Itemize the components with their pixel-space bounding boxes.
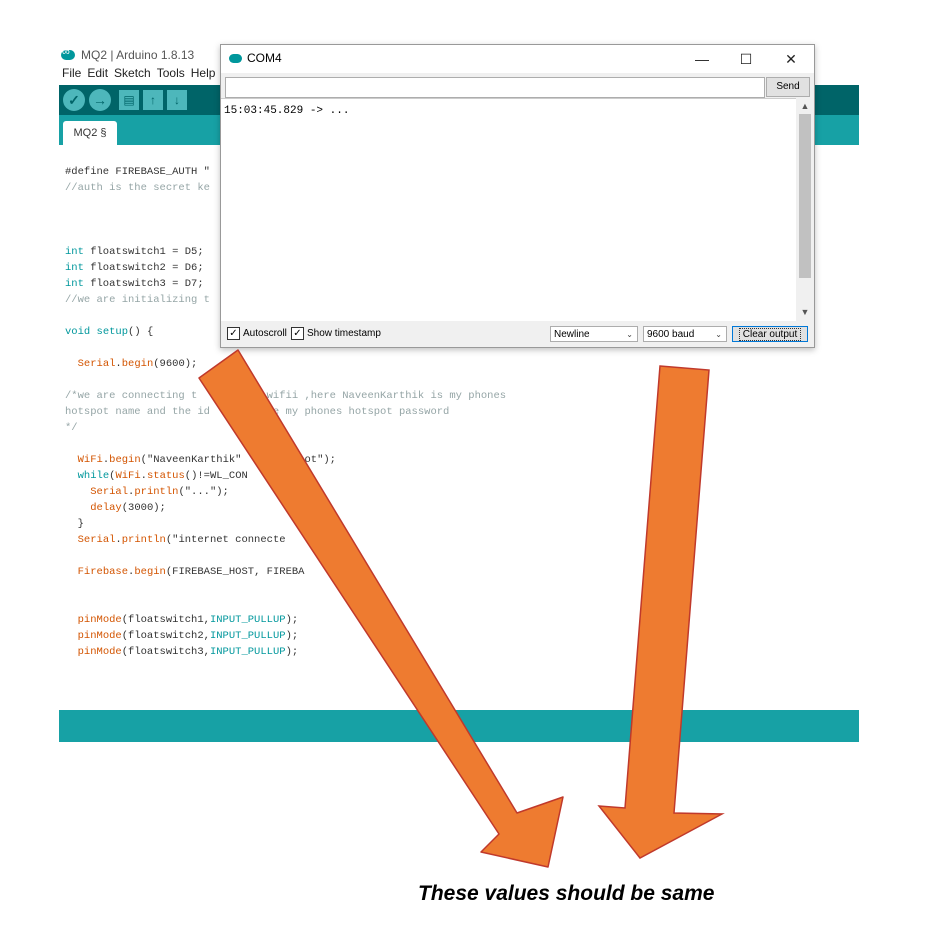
serial-bottom-bar: ✓ Autoscroll ✓ Show timestamp Newline ⌄ … xyxy=(221,321,814,347)
code-line: Serial.println("..."); xyxy=(90,486,229,498)
scroll-thumb[interactable] xyxy=(799,114,811,278)
code-line: Serial.begin(9600); xyxy=(77,358,198,370)
code-line: //auth is the secret ke xyxy=(65,182,210,194)
code-line: /*we are connecting t l wifii ,here Nave… xyxy=(65,390,507,402)
chevron-down-icon: ⌄ xyxy=(626,330,633,339)
show-timestamp-label: Show timestamp xyxy=(307,328,381,339)
code-line: Firebase.begin(FIREBASE_HOST, FIREBA xyxy=(77,566,305,578)
code-line: WiFi.begin("NaveenKarthik" iot"); xyxy=(77,454,336,466)
upload-icon[interactable]: → xyxy=(89,89,111,111)
serial-title: COM4 xyxy=(247,51,282,65)
code-line: pinMode(floatswitch1,INPUT_PULLUP); xyxy=(77,614,299,626)
menu-sketch[interactable]: Sketch xyxy=(114,66,151,80)
serial-input[interactable] xyxy=(225,77,765,98)
chevron-down-icon: ⌄ xyxy=(715,330,722,339)
code-line: */ xyxy=(65,422,78,434)
code-line: //we are initializing t xyxy=(65,294,210,306)
serial-title-bar: COM4 — ☐ ✕ xyxy=(221,45,814,73)
arrow-left xyxy=(198,349,564,868)
arrow-right xyxy=(597,365,725,859)
code-line: pinMode(floatswitch2,INPUT_PULLUP); xyxy=(77,630,299,642)
scroll-up-icon[interactable]: ▲ xyxy=(800,101,810,111)
open-icon[interactable]: ↑ xyxy=(143,90,163,110)
baud-rate-select[interactable]: 9600 baud ⌄ xyxy=(643,326,727,342)
menu-tools[interactable]: Tools xyxy=(156,66,185,80)
code-line: } xyxy=(65,518,84,530)
code-line: pinMode(floatswitch3,INPUT_PULLUP); xyxy=(77,646,299,658)
tab-mq2[interactable]: MQ2 § xyxy=(63,121,117,145)
scroll-down-icon[interactable]: ▼ xyxy=(800,307,810,317)
autoscroll-checkbox[interactable]: ✓ Autoscroll xyxy=(227,327,287,340)
maximize-icon[interactable]: ☐ xyxy=(739,51,753,67)
code-line: int floatswitch2 = D6; xyxy=(65,262,204,274)
ide-title-bar: MQ2 | Arduino 1.8.13 xyxy=(59,46,194,64)
menu-help[interactable]: Help xyxy=(190,66,216,80)
checkmark-icon: ✓ xyxy=(291,327,304,340)
minimize-icon[interactable]: — xyxy=(695,51,709,67)
show-timestamp-checkbox[interactable]: ✓ Show timestamp xyxy=(291,327,381,340)
code-line: while(WiFi.status()!=WL_CON xyxy=(77,470,248,482)
code-line: int floatswitch1 = D5; xyxy=(65,246,204,258)
verify-icon[interactable]: ✓ xyxy=(63,89,85,111)
menu-edit[interactable]: Edit xyxy=(87,66,109,80)
serial-output-line: 15:03:45.829 -> ... xyxy=(224,105,350,117)
save-icon[interactable]: ↓ xyxy=(167,90,187,110)
ide-menubar: File Edit Sketch Tools Help xyxy=(59,66,218,84)
clear-output-button[interactable]: Clear output xyxy=(732,326,808,342)
new-icon[interactable]: ▤ xyxy=(119,90,139,110)
code-line: delay(3000); xyxy=(90,502,166,514)
send-button[interactable]: Send xyxy=(766,77,810,97)
ide-title: MQ2 | Arduino 1.8.13 xyxy=(81,48,195,62)
annotation-text: These values should be same xyxy=(418,882,715,905)
code-line: void setup() { xyxy=(65,326,154,338)
line-ending-value: Newline xyxy=(554,329,590,340)
menu-file[interactable]: File xyxy=(62,66,82,80)
line-ending-select[interactable]: Newline ⌄ xyxy=(550,326,638,342)
close-icon[interactable]: ✕ xyxy=(785,51,797,67)
arduino-logo-icon xyxy=(61,46,75,60)
code-line: Serial.println("internet connecte xyxy=(77,534,286,546)
autoscroll-label: Autoscroll xyxy=(243,328,287,339)
code-line: int floatswitch3 = D7; xyxy=(65,278,204,290)
baud-rate-value: 9600 baud xyxy=(647,329,695,340)
code-line: hotspot name and the id e my phones hots… xyxy=(65,406,450,418)
serial-scrollbar[interactable]: ▲ ▼ xyxy=(797,98,813,320)
code-line: #define FIREBASE_AUTH " xyxy=(65,166,210,178)
serial-output: 15:03:45.829 -> ... xyxy=(221,98,796,321)
clear-output-label: Clear output xyxy=(738,328,802,341)
serial-monitor-window: COM4 — ☐ ✕ Send 15:03:45.829 -> ... ▲ ▼ … xyxy=(220,44,815,348)
arduino-logo-icon xyxy=(229,54,242,63)
checkmark-icon: ✓ xyxy=(227,327,240,340)
